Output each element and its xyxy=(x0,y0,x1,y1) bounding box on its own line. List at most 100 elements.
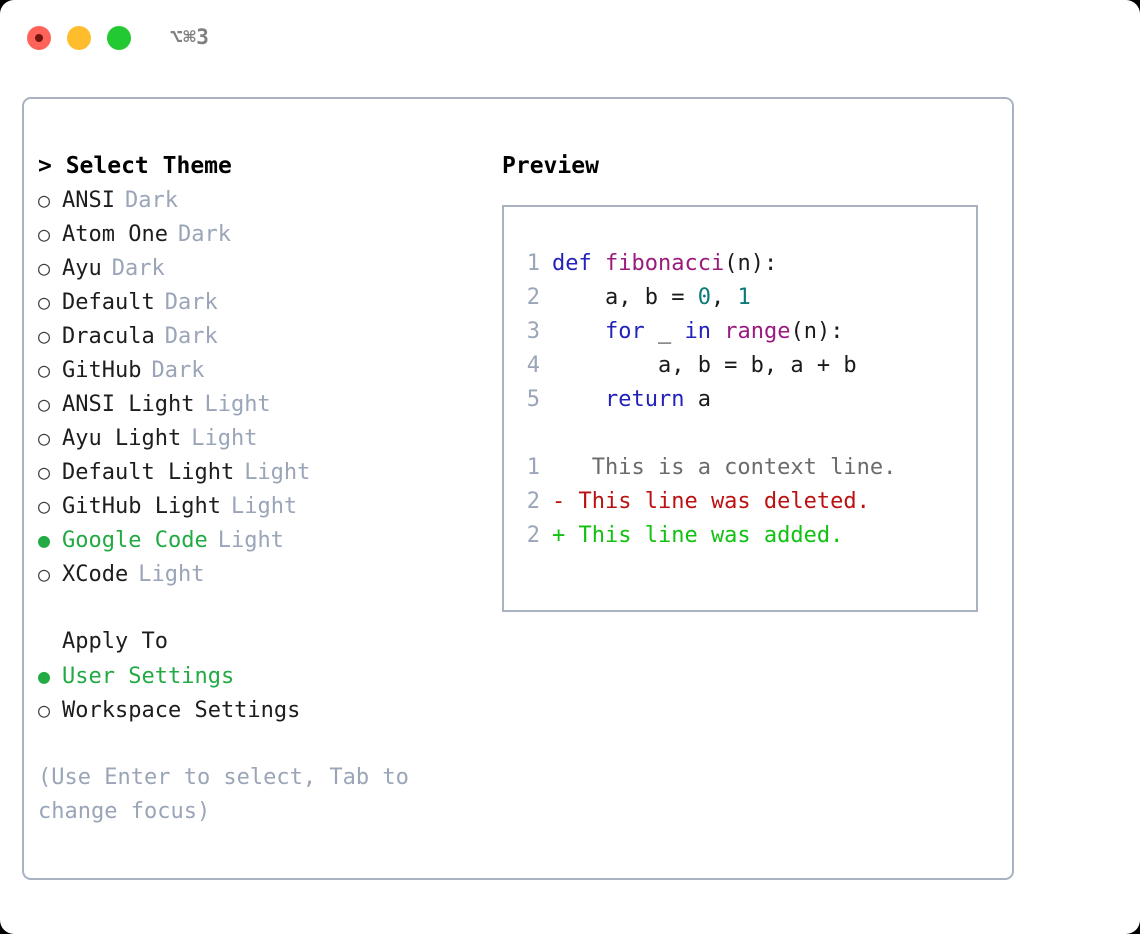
token-plain: (n): xyxy=(724,251,778,276)
radio-selected-icon[interactable]: ● xyxy=(38,528,51,552)
theme-option-github-light[interactable]: ○ GitHub Light Light xyxy=(38,489,488,523)
token-plain xyxy=(552,319,605,344)
radio-unselected-icon[interactable]: ○ xyxy=(38,188,51,212)
radio-unselected-icon[interactable]: ○ xyxy=(38,562,51,586)
token-kw: def xyxy=(552,251,605,276)
radio-unselected-icon[interactable]: ○ xyxy=(38,494,51,518)
line-number: 4 xyxy=(526,353,540,378)
code-line: 5 return a xyxy=(522,383,976,417)
theme-name: Ayu xyxy=(62,256,102,281)
theme-option-github[interactable]: ○ GitHub Dark xyxy=(38,353,488,387)
code-line: 4 a, b = b, a + b xyxy=(522,349,976,383)
radio-unselected-icon[interactable]: ○ xyxy=(38,222,51,246)
radio-unselected-icon[interactable]: ○ xyxy=(38,324,51,348)
theme-variant-badge: Dark xyxy=(177,222,231,247)
theme-variant-badge: Dark xyxy=(124,188,178,213)
theme-variant-badge: Light xyxy=(217,528,284,553)
line-number: 2 xyxy=(526,285,540,310)
token-kw: in xyxy=(684,319,711,344)
code-text: a, b = 0, 1 xyxy=(552,281,751,315)
diff-line-context: 1 This is a context line. xyxy=(522,451,976,485)
radio-unselected-icon[interactable]: ○ xyxy=(38,256,51,280)
theme-variant-badge: Dark xyxy=(151,358,205,383)
radio-unselected-icon[interactable]: ○ xyxy=(38,426,51,450)
theme-name: GitHub Light xyxy=(62,494,221,519)
apply-to-label: User Settings xyxy=(62,664,235,689)
radio-unselected-icon[interactable]: ○ xyxy=(38,290,51,314)
code-line: 3 for _ in range(n): xyxy=(522,315,976,349)
apply-to-label: Workspace Settings xyxy=(62,698,301,723)
apply-to-option-user-settings[interactable]: ● User Settings xyxy=(38,659,488,693)
token-kw: for xyxy=(604,319,645,344)
token-plain: (n): xyxy=(790,319,844,344)
theme-name: ANSI Light xyxy=(62,392,195,417)
theme-variant-badge: Dark xyxy=(164,290,218,315)
code-text: return a xyxy=(552,383,711,417)
radio-unselected-icon[interactable]: ○ xyxy=(38,698,51,722)
apply-to-list[interactable]: ● User Settings ○ Workspace Settings xyxy=(38,659,488,727)
theme-name: Google Code xyxy=(62,528,208,553)
keyboard-shortcut-label: ⌥⌘3 xyxy=(170,25,210,49)
select-theme-heading: > Select Theme xyxy=(38,153,232,179)
apply-to-option-workspace-settings[interactable]: ○ Workspace Settings xyxy=(38,693,488,727)
theme-variant-badge: Light xyxy=(138,562,205,587)
line-number: 2 xyxy=(526,523,540,548)
close-button[interactable] xyxy=(27,26,51,50)
apply-to-section: Apply To ● User Settings ○ Workspace Settin… xyxy=(38,625,488,727)
radio-unselected-icon[interactable]: ○ xyxy=(38,358,51,382)
line-number: 2 xyxy=(526,489,540,514)
preview-heading: Preview xyxy=(502,153,599,179)
token-plain xyxy=(552,387,605,412)
code-line: 1 def fibonacci(n): xyxy=(522,247,976,281)
radio-unselected-icon[interactable]: ○ xyxy=(38,392,51,416)
theme-name: Default Light xyxy=(62,460,235,485)
code-text: def fibonacci(n): xyxy=(552,247,777,281)
line-number: 1 xyxy=(526,251,540,276)
theme-name: Atom One xyxy=(62,222,168,247)
token-plain: _ xyxy=(644,319,685,344)
zoom-button[interactable] xyxy=(107,26,131,50)
token-plain: , xyxy=(710,285,738,310)
theme-option-default-light[interactable]: ○ Default Light Light xyxy=(38,455,488,489)
radio-selected-icon[interactable]: ● xyxy=(38,664,51,688)
theme-option-ansi[interactable]: ○ ANSI Dark xyxy=(38,183,488,217)
token-num: 0 xyxy=(697,285,711,310)
token-plain: a, b = b, a + b xyxy=(552,353,857,378)
theme-variant-badge: Dark xyxy=(164,324,218,349)
keyboard-hint-text: (Use Enter to select, Tab to change focu… xyxy=(38,765,409,824)
line-number: 3 xyxy=(526,319,540,344)
code-text: for _ in range(n): xyxy=(552,315,843,349)
token-fn: fibonacci xyxy=(604,251,725,276)
code-text: a, b = b, a + b xyxy=(552,349,857,383)
token-fn: range xyxy=(724,319,791,344)
theme-name: ANSI xyxy=(62,188,115,213)
theme-name: Dracula xyxy=(62,324,155,349)
theme-variant-badge: Light xyxy=(244,460,311,485)
theme-variant-badge: Light xyxy=(191,426,258,451)
theme-option-atom-one[interactable]: ○ Atom One Dark xyxy=(38,217,488,251)
theme-option-google-code[interactable]: ● Google Code Light xyxy=(38,523,488,557)
diff-text: - This line was deleted. xyxy=(552,489,870,514)
apply-to-heading: Apply To xyxy=(62,629,168,654)
theme-variant-badge: Light xyxy=(230,494,298,519)
radio-unselected-icon[interactable]: ○ xyxy=(38,460,51,484)
theme-name: GitHub xyxy=(62,358,142,383)
titlebar: ⌥⌘3 xyxy=(0,0,1140,78)
minimize-button[interactable] xyxy=(67,26,91,50)
line-number: 1 xyxy=(526,455,540,480)
theme-option-dracula[interactable]: ○ Dracula Dark xyxy=(38,319,488,353)
diff-line-deleted: 2 - This line was deleted. xyxy=(522,485,976,519)
diff-line-added: 2+ This line was added. xyxy=(522,519,976,553)
line-number: 5 xyxy=(526,387,540,412)
code-line: 2 a, b = 0, 1 xyxy=(522,281,976,315)
